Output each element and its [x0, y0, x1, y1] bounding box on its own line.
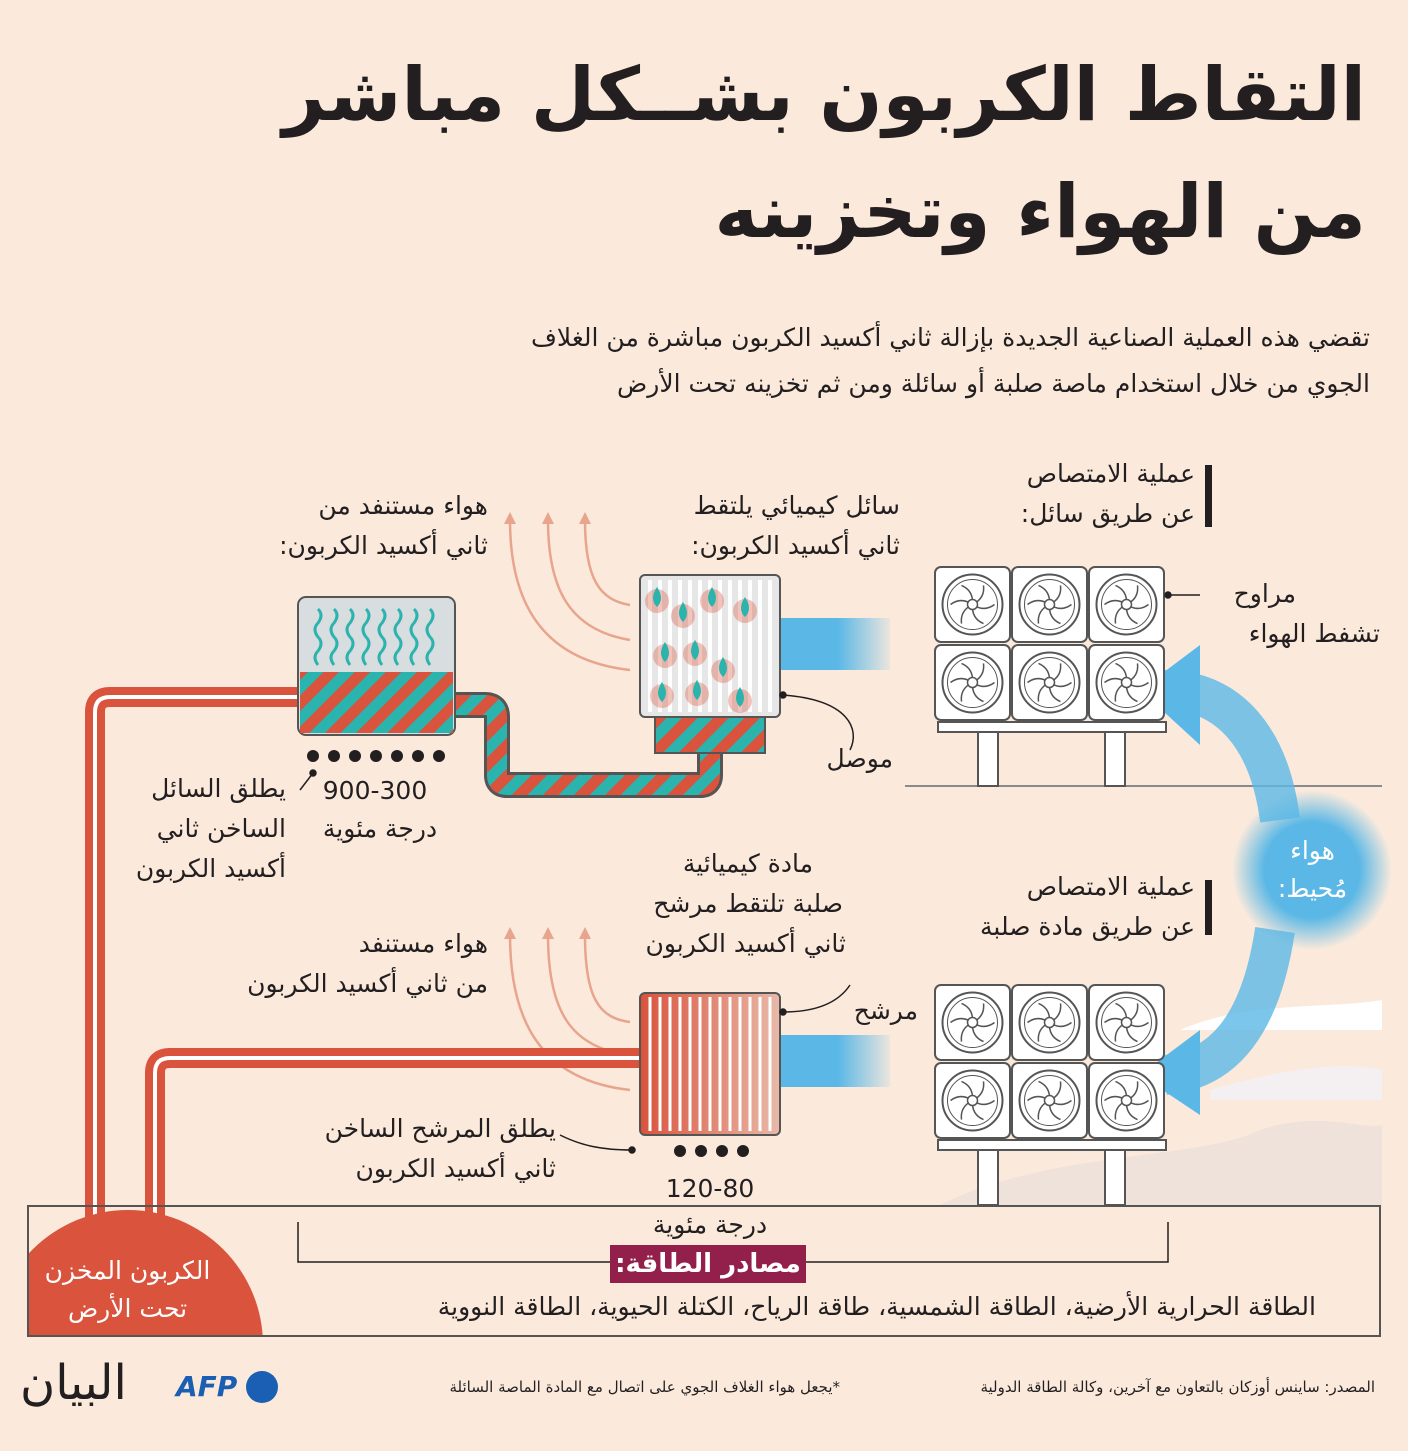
liquid-heading-2: عن طريق سائل:: [1020, 499, 1195, 528]
droplet: [679, 602, 687, 622]
solid-temp: 120-80: [665, 1174, 755, 1203]
droplet: [661, 642, 669, 662]
solid-chem-1: مادة كيميائية: [682, 849, 813, 878]
fan-icon: [1018, 991, 1081, 1054]
solid-chem-3: ثاني أكسيد الكربون: [645, 929, 846, 958]
regenerator: [297, 596, 456, 736]
solid-depleted-1: هواء مستنفد: [358, 929, 488, 958]
albayan-logo: البيان: [20, 1355, 127, 1411]
source-text: المصدر: ساينس أوزكان بالتعاون مع آخرين، …: [980, 1378, 1375, 1396]
vapor-squiggle: [329, 607, 339, 666]
liquid-depleted-2: ثاني أكسيد الكربون:: [279, 531, 488, 560]
droplet: [653, 587, 661, 607]
droplet: [658, 682, 666, 702]
intro-line-2: الجوي من خلال استخدام ماصة صلبة أو سائلة…: [617, 369, 1370, 398]
section-marker-liquid: [1205, 465, 1212, 527]
intro-line-1: تقضي هذه العملية الصناعية الجديدة بإزالة…: [531, 323, 1370, 352]
solid-depleted-2: من ثاني أكسيد الكربون: [247, 969, 488, 998]
fan-icon: [1095, 651, 1158, 714]
liquid-release-1: يطلق السائل: [151, 774, 286, 803]
depleted-air-arrows: [508, 519, 631, 1092]
vapor-squiggle: [361, 607, 371, 666]
fan-icon: [941, 1069, 1004, 1132]
storage-label-2: تحت الأرض: [67, 1294, 188, 1323]
storage-label-1: الكربون المخزن: [44, 1256, 211, 1285]
droplet: [708, 587, 716, 607]
solid-filter: [639, 992, 781, 1136]
vapor-squiggle: [409, 607, 419, 666]
vapor-squiggle: [393, 607, 403, 666]
droplet: [693, 680, 701, 700]
afp-logo-dot: [246, 1371, 278, 1403]
ambient-air-arrows: [1140, 645, 1300, 1115]
fan-legs: [937, 721, 1167, 1206]
fan-icon: [1018, 651, 1081, 714]
liquid-release-3: أكسيد الكربون: [135, 854, 286, 883]
fan-icon: [1095, 1069, 1158, 1132]
energy-label: مصادر الطاقة:: [610, 1245, 806, 1283]
fan-icon: [1018, 573, 1081, 636]
liquid-chem-2: ثاني أكسيد الكربون:: [691, 531, 900, 560]
contactor-label: موصل: [826, 744, 893, 773]
solid-temp-unit: درجة مئوية: [652, 1210, 768, 1239]
filter-label: مرشح: [853, 996, 918, 1025]
droplet: [736, 687, 744, 707]
liquid-depleted-1: هواء مستنفد من: [318, 491, 488, 520]
liquid-temp-unit: درجة مئوية: [322, 814, 438, 843]
fan-icon: [941, 573, 1004, 636]
fan-icon: [1095, 573, 1158, 636]
vapor-squiggle: [377, 607, 387, 666]
afp-logo-text: AFP: [176, 1370, 238, 1403]
droplet: [719, 657, 727, 677]
vapor-squiggle: [313, 607, 323, 666]
vapor-squiggle: [345, 607, 355, 666]
leader-lines: [297, 591, 1200, 1263]
fan-icon: [1095, 991, 1158, 1054]
hills: [940, 1000, 1382, 1205]
liquid-temp: 900-300: [322, 776, 428, 805]
droplet: [741, 597, 749, 617]
energy-sources: الطاقة الحرارية الأرضية، الطاقة الشمسية،…: [437, 1292, 1316, 1321]
droplet: [691, 640, 699, 660]
fans-label-1: مراوح: [1233, 579, 1296, 608]
storage-circle: [28, 1210, 263, 1336]
fans-label-2: تشفط الهواء: [1248, 619, 1380, 648]
ambient-air-circle: [1232, 790, 1392, 950]
ambient-air-2: مُحيط:: [1277, 874, 1348, 903]
heat-dots: [307, 750, 749, 1157]
fan-icon: [1018, 1069, 1081, 1132]
fan-icon: [941, 991, 1004, 1054]
section-marker-solid: [1205, 880, 1212, 935]
solid-heading-2: عن طريق مادة صلبة: [980, 912, 1195, 941]
liquid-heading-1: عملية الامتصاص: [1026, 459, 1195, 488]
fan-icon: [941, 651, 1004, 714]
liquid-chem-1: سائل كيميائي يلتقط: [693, 491, 900, 520]
solid-chem-2: صلبة تلتقط مرشح: [653, 889, 843, 918]
solid-release-1: يطلق المرشح الساخن: [324, 1114, 556, 1143]
co2-pipes: [85, 687, 640, 1240]
liquid-loop-pipe: [455, 695, 720, 795]
solid-release-2: ثاني أكسيد الكربون: [355, 1154, 556, 1183]
energy-box: [27, 1205, 1381, 1337]
fan-units: [934, 566, 1165, 1139]
title-line-1: التقاط الكربون بشــكل مباشر: [282, 52, 1366, 138]
title-line-2: من الهواء وتخزينه: [714, 169, 1366, 255]
air-contactor: [639, 574, 781, 754]
ambient-air-1: هواء: [1290, 836, 1335, 865]
vapor-squiggle: [425, 607, 435, 666]
liquid-release-2: الساخن ثاني: [156, 814, 286, 843]
footnote: *يجعل هواء الغلاف الجوي على اتصال مع الم…: [449, 1378, 840, 1396]
solid-heading-1: عملية الامتصاص: [1026, 872, 1195, 901]
